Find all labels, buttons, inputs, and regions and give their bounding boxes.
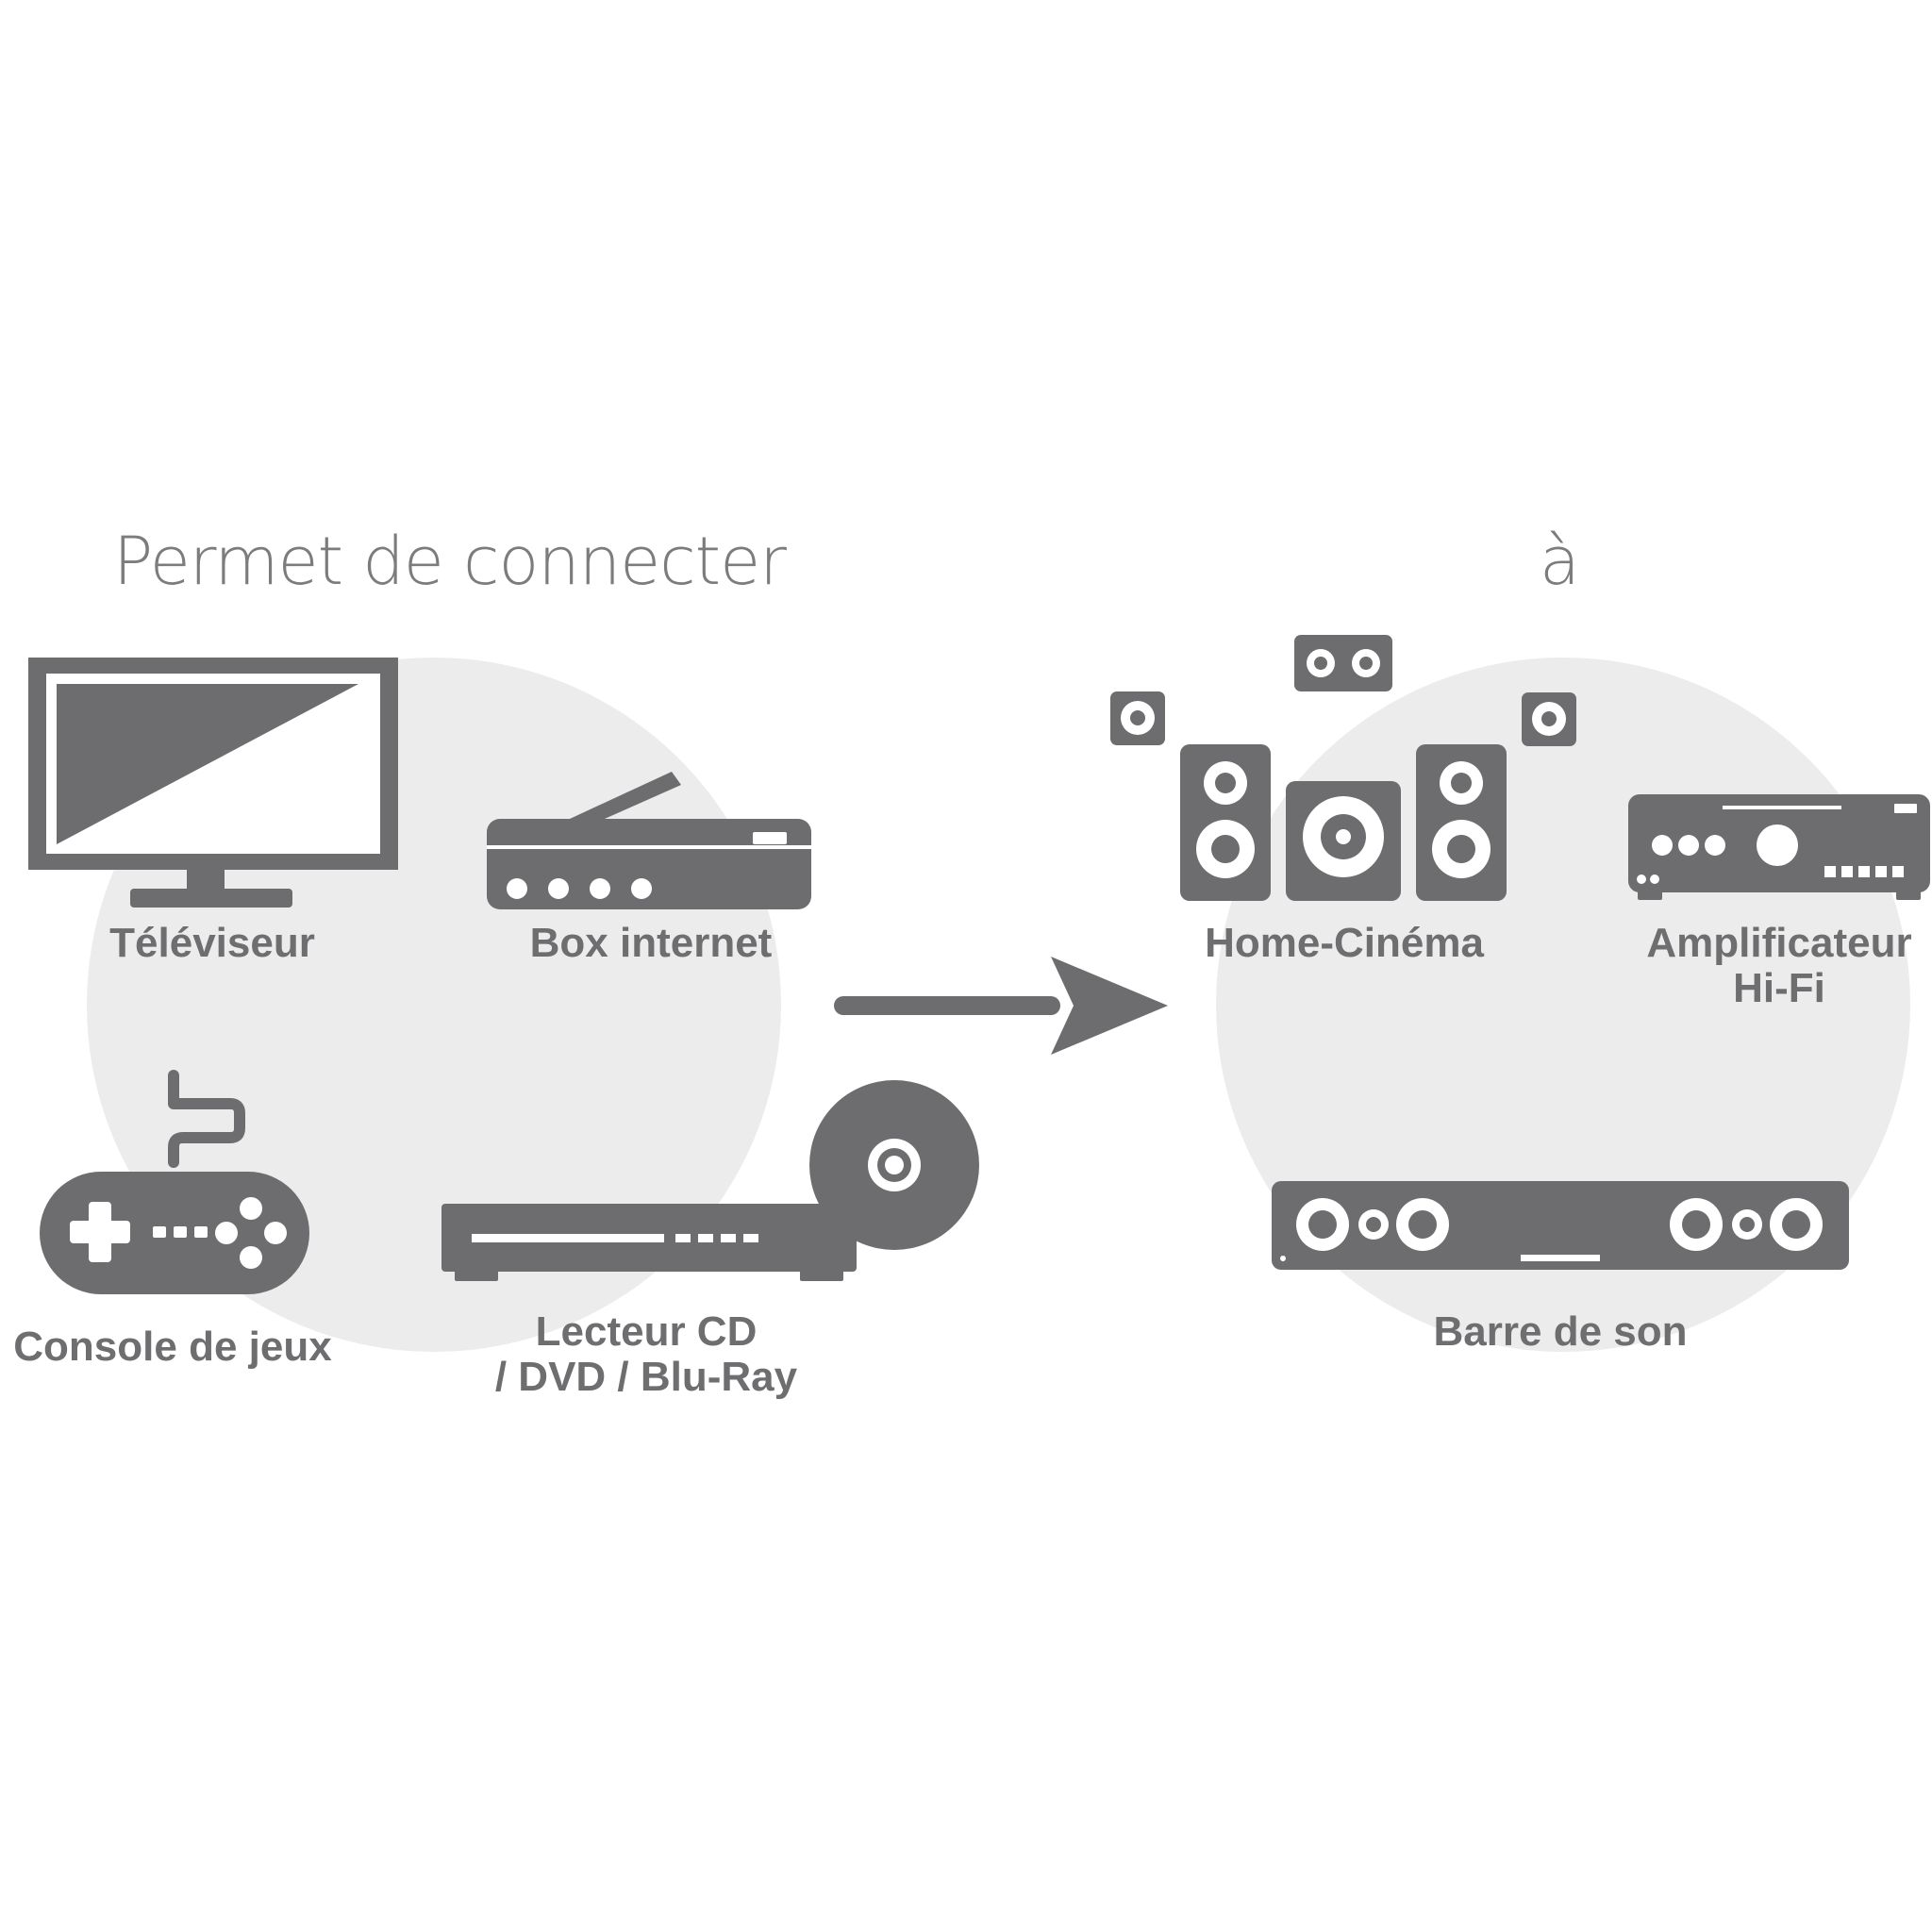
label-amplifier: Amplificateur Hi-Fi: [1628, 921, 1930, 1011]
label-console: Console de jeux: [0, 1324, 345, 1370]
label-soundbar: Barre de son: [1372, 1309, 1749, 1355]
label-line: Console de jeux: [13, 1324, 332, 1370]
label-line: Barre de son: [1433, 1308, 1688, 1355]
soundbar-icon: [1272, 1181, 1849, 1270]
label-line: / DVD / Blu-Ray: [494, 1354, 798, 1400]
label-line: Home-Cinéma: [1205, 920, 1484, 966]
disc-player-icon: [441, 1080, 979, 1281]
amplifier-icon: [1628, 794, 1930, 900]
label-line: Amplificateur: [1646, 920, 1912, 966]
arrow-right-icon: [834, 957, 1168, 1055]
label-line: Téléviseur: [109, 920, 315, 966]
speakers-icon: [1110, 635, 1576, 901]
label-line: Hi-Fi: [1733, 965, 1825, 1011]
router-icon: [487, 772, 811, 909]
label-tv: Téléviseur: [57, 921, 368, 966]
label-line: Box internet: [529, 920, 773, 966]
target-heading: à: [1540, 523, 1580, 600]
label-box: Box internet: [491, 921, 811, 966]
label-home-cinema: Home-Cinéma: [1179, 921, 1509, 966]
label-player: Lecteur CD / DVD / Blu-Ray: [453, 1309, 840, 1400]
television-icon: [28, 658, 398, 908]
source-heading: Permet de connecter: [113, 523, 787, 600]
gamepad-icon: [40, 1070, 309, 1294]
label-line: Lecteur CD: [535, 1308, 758, 1355]
